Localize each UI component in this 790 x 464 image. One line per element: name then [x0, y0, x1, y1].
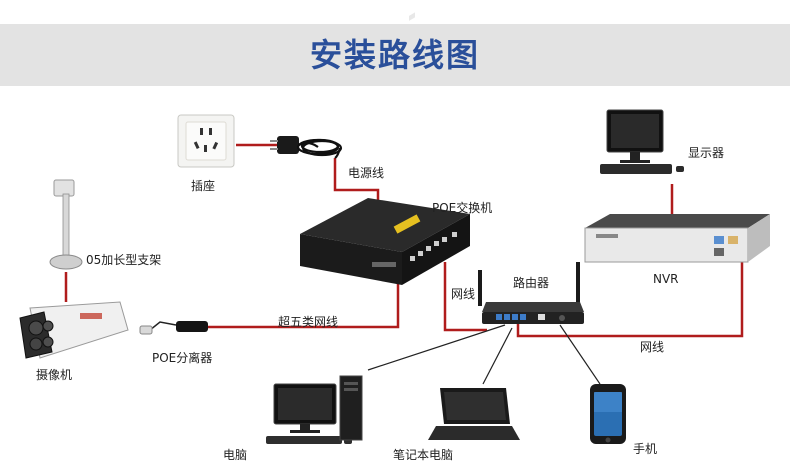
label-router: 路由器: [513, 276, 550, 290]
label-poe-splitter: POE分离器: [152, 351, 213, 365]
label-socket: 插座: [191, 179, 216, 193]
cable-router-to-nvr: [516, 262, 744, 338]
cable-router-to-phone: [559, 324, 601, 385]
bullet-camera: [19, 301, 129, 359]
label-poe-switch: POE交换机: [432, 201, 493, 215]
poe-switch: [300, 12, 470, 285]
red-cables: [64, 143, 744, 338]
cable-router-to-pc: [367, 324, 506, 371]
poe-splitter: [139, 321, 208, 335]
label-phone: 手机: [633, 442, 658, 456]
label-nvr: NVR: [653, 272, 679, 286]
laptop-computer: [428, 388, 520, 440]
power-cord: [270, 136, 343, 159]
router: [478, 262, 584, 324]
client-cables: [367, 324, 601, 385]
desktop-computer: [266, 375, 363, 444]
cable-switch-to-router: [443, 262, 487, 332]
nvr-monitor: [600, 109, 684, 174]
diagram-title: 安装路线图: [309, 36, 480, 74]
wall-socket: [177, 114, 235, 168]
label-power-cord: 电源线: [348, 166, 385, 180]
label-camera: 摄像机: [36, 368, 73, 382]
label-laptop: 笔记本电脑: [393, 448, 454, 462]
label-monitor: 显示器: [688, 146, 725, 160]
header-band: 安装路线图: [0, 24, 790, 86]
label-switch-router-cable: 网线: [451, 287, 476, 301]
camera-bracket: [49, 179, 83, 270]
label-desktop-pc: 电脑: [223, 448, 248, 462]
label-cat5e-cable: 超五类网线: [278, 315, 339, 329]
nvr-recorder: [584, 214, 770, 263]
cable-switch-to-splitter: [208, 270, 400, 329]
label-bracket: 05加长型支架: [86, 253, 162, 267]
cable-router-to-laptop: [482, 327, 513, 385]
label-router-nvr-cable: 网线: [640, 340, 665, 354]
smartphone: [590, 384, 626, 444]
